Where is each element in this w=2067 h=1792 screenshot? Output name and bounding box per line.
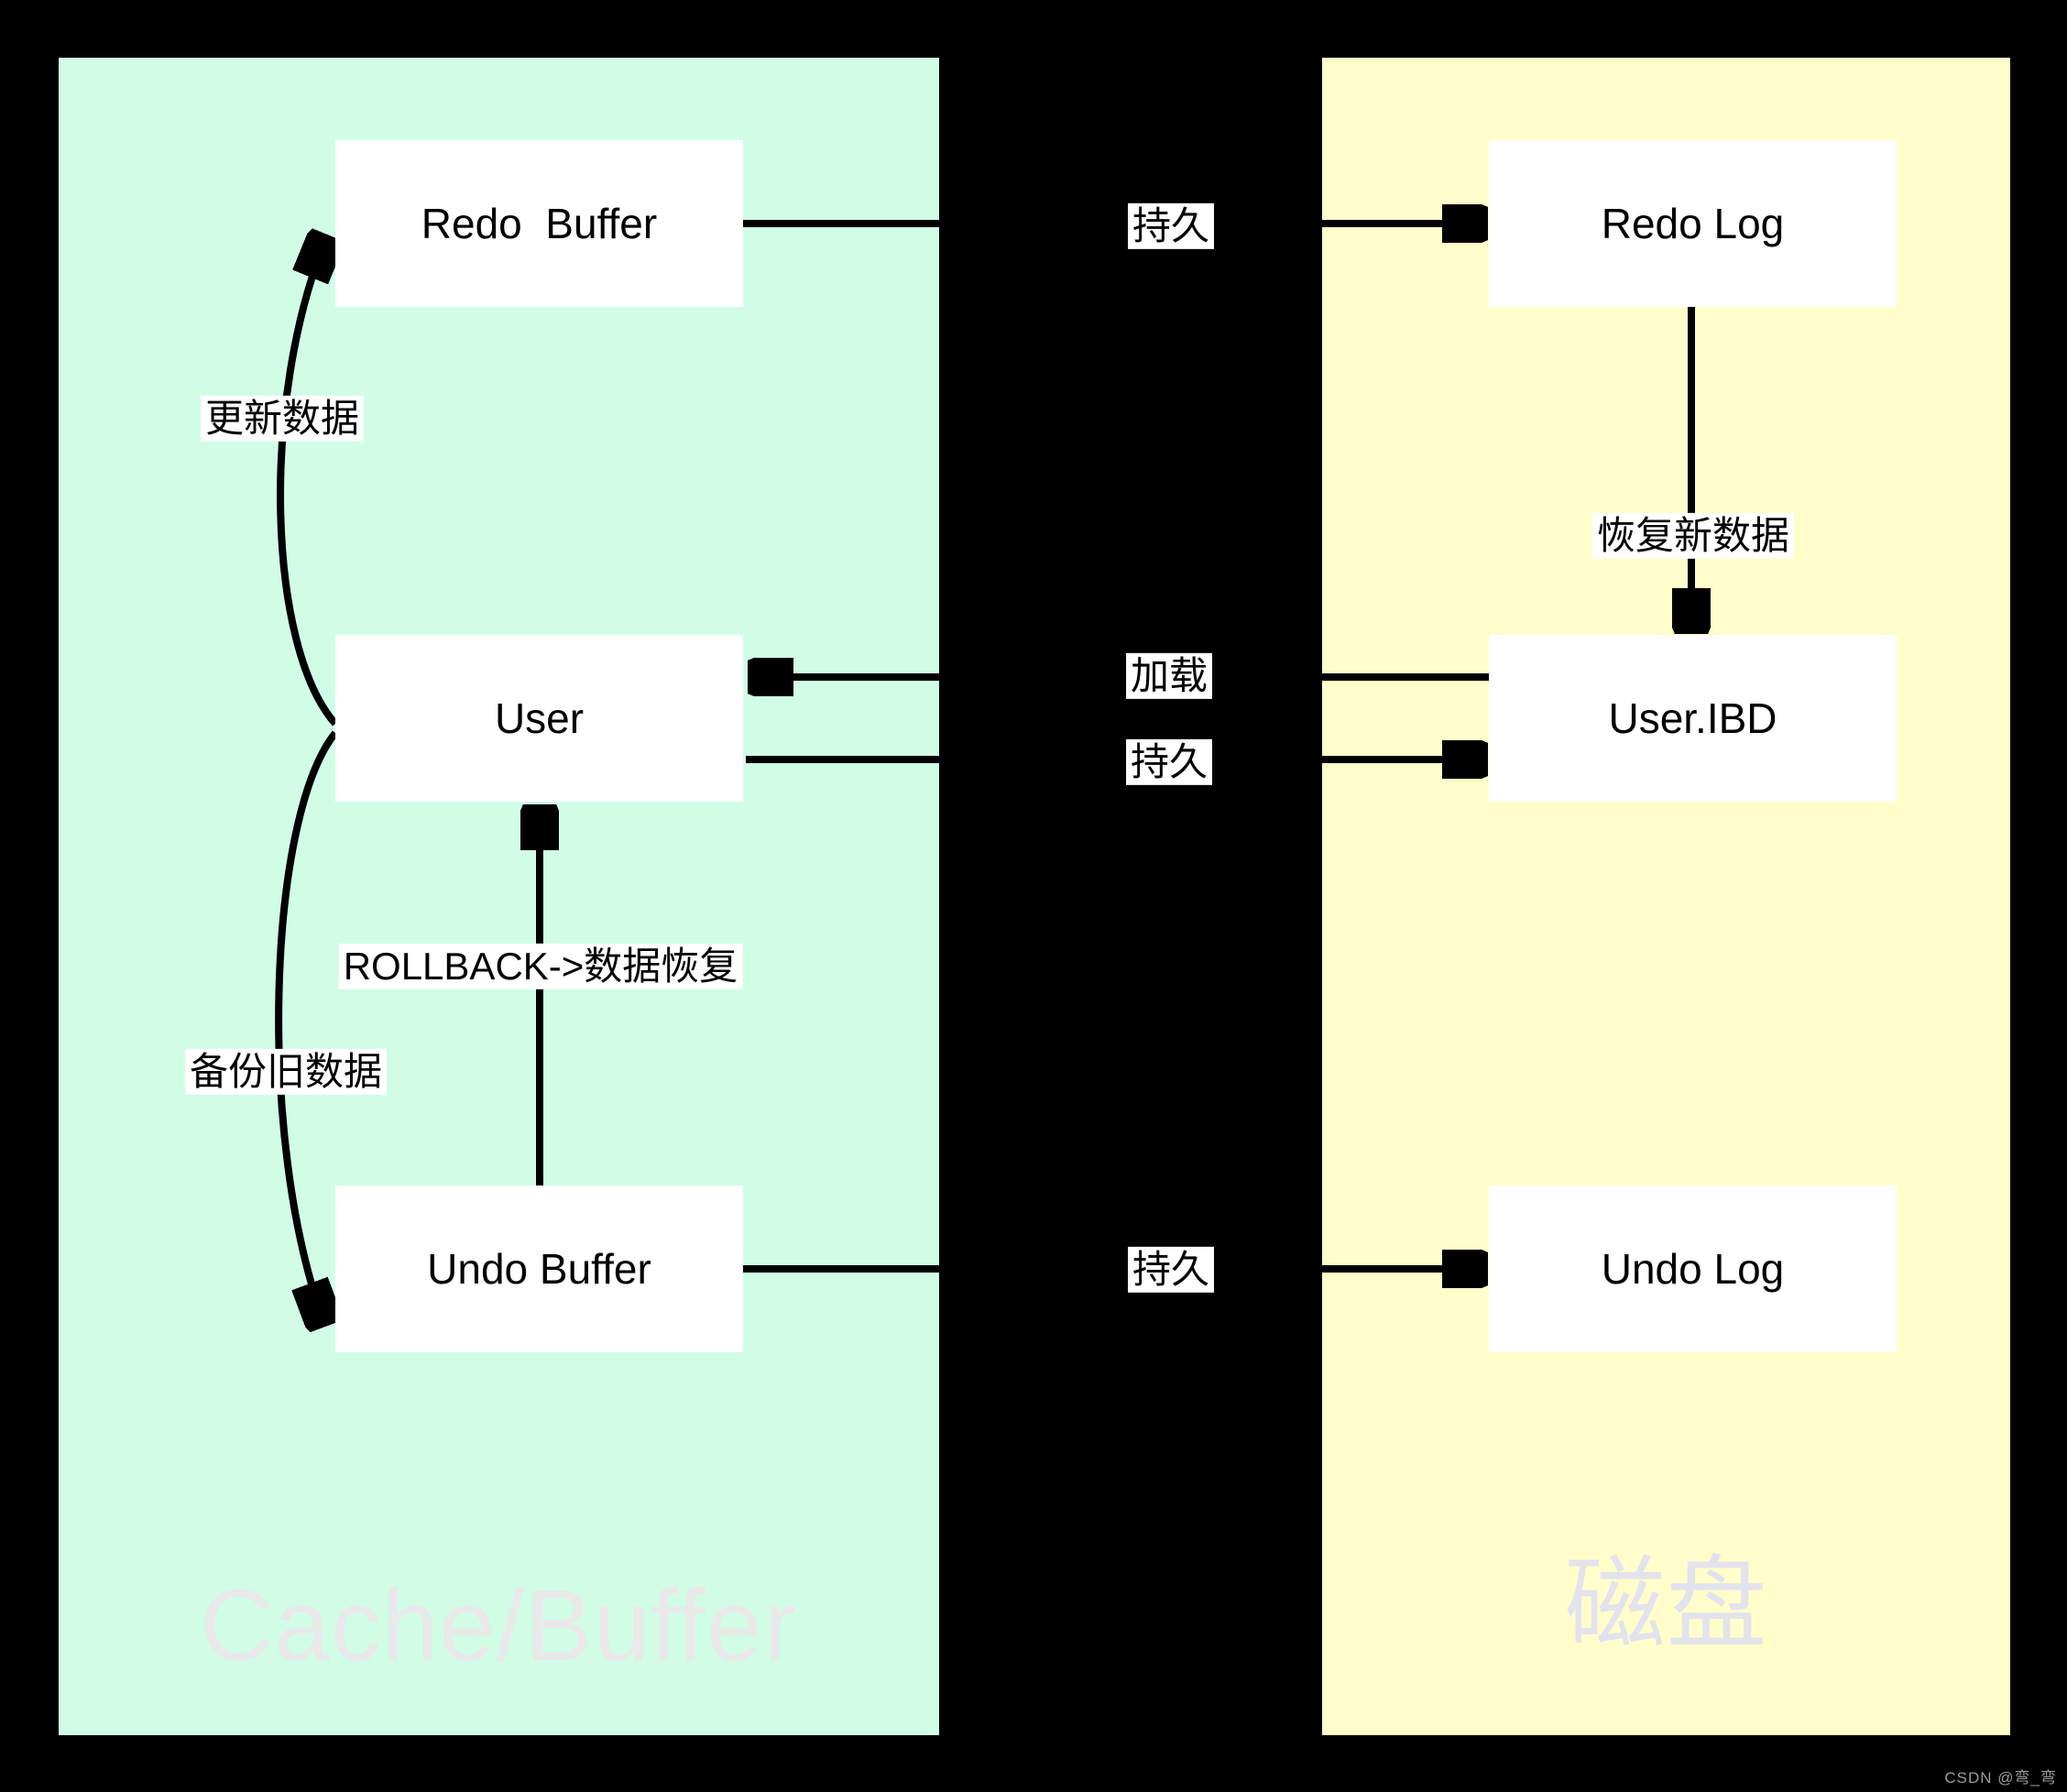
edge-label-load: 加载 (1125, 652, 1213, 700)
edge-label-update-data: 更新数据 (200, 395, 365, 443)
node-undo-log: Undo Log (1489, 1186, 1897, 1352)
node-undo-buffer: Undo Buffer (335, 1186, 743, 1352)
edge-label-persist-bottom: 持久 (1127, 1246, 1215, 1294)
node-redo-buffer: Redo Buffer (335, 140, 743, 307)
edge-label-restore-new-data: 恢复新数据 (1591, 512, 1795, 560)
csdn-watermark: CSDN @弯_弯 (1944, 1769, 2057, 1787)
edge-label-backup-old-data: 备份旧数据 (184, 1048, 388, 1096)
arrow-user-to-redo-buffer-update (277, 238, 335, 727)
node-user: User (335, 635, 743, 802)
arrow-user-to-undo-buffer-backup (275, 730, 335, 1323)
edge-label-rollback-restore: ROLLBACK->数据恢复 (338, 943, 743, 990)
node-redo-log: Redo Log (1489, 140, 1897, 307)
node-user-ibd: User.IBD (1489, 635, 1897, 802)
edge-label-persist-top: 持久 (1127, 202, 1215, 250)
edge-label-persist-mid: 持久 (1125, 738, 1213, 786)
